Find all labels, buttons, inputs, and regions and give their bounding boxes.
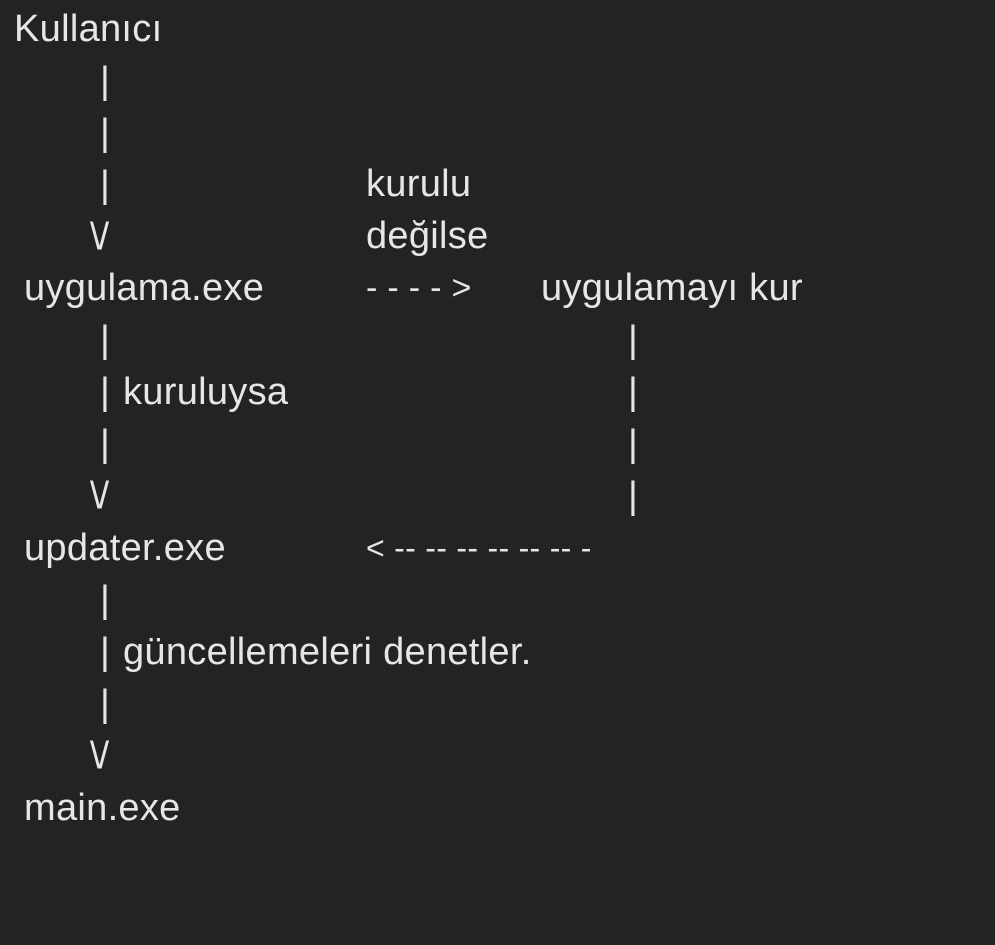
node-main-exe: main.exe: [24, 787, 181, 829]
connector-pipe: |: [100, 164, 111, 206]
connector-pipe: |: [100, 631, 111, 673]
node-uygulama-exe: uygulama.exe: [24, 267, 265, 309]
connector-pipe: |: [628, 423, 639, 465]
connector-pipe: |: [100, 319, 111, 361]
connector-pipe: |: [628, 371, 639, 413]
arrow-down: \/: [90, 735, 109, 777]
connector-pipe: |: [100, 683, 111, 725]
connector-pipe: |: [628, 319, 639, 361]
dashed-arrow-right: - - - - >: [366, 269, 472, 307]
dashed-arrow-left: < -- -- -- -- -- -- -: [366, 530, 592, 566]
edge-label-degilse: değilse: [366, 215, 489, 257]
edge-label-kurulu: kurulu: [366, 163, 472, 205]
connector-pipe: |: [100, 112, 111, 154]
connector-pipe: |: [100, 579, 111, 621]
edge-label-guncellemeleri-denetler: güncellemeleri denetler.: [123, 631, 532, 673]
node-uygulamayi-kur: uygulamayı kur: [541, 267, 803, 309]
connector-pipe: |: [100, 423, 111, 465]
arrow-down: \/: [90, 216, 109, 258]
connector-pipe: |: [100, 60, 111, 102]
arrow-down: \/: [90, 475, 109, 517]
node-kullanici: Kullanıcı: [14, 8, 163, 50]
connector-pipe: |: [100, 371, 111, 413]
edge-label-kuruluysa: kuruluysa: [123, 371, 289, 413]
node-updater-exe: updater.exe: [24, 527, 226, 569]
connector-pipe: |: [628, 475, 639, 517]
